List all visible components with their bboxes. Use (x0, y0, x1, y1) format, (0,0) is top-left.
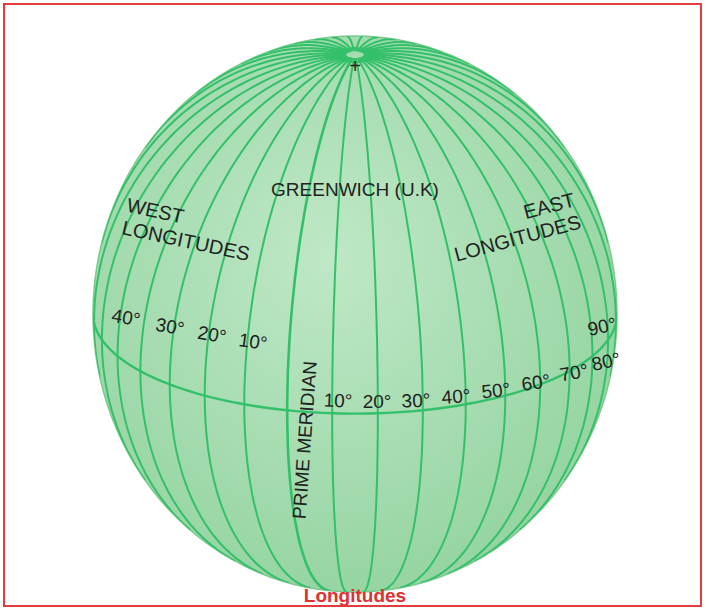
meridian-line (363, 57, 570, 561)
meridian-line (244, 58, 351, 588)
meridian-line (332, 58, 354, 592)
figure-caption: Longitudes (304, 585, 406, 607)
meridian-line (364, 53, 565, 147)
degree-label: 40° (441, 385, 471, 409)
degree-label: 10° (237, 329, 268, 355)
meridian-line (363, 48, 469, 63)
degree-label: 20° (196, 322, 228, 349)
degree-label: 30° (154, 314, 186, 341)
meridian-line (360, 58, 505, 584)
meridian-line (145, 53, 346, 147)
degree-label: 30° (401, 390, 430, 413)
meridian-line (359, 58, 466, 588)
place-label: GREENWICH (U.K) (271, 179, 439, 201)
meridian-line (118, 56, 347, 530)
meridian-line (364, 56, 608, 481)
meridian-line (94, 55, 346, 377)
degree-label: 80° (590, 348, 623, 375)
globe-body (93, 36, 617, 592)
degree-label: 50° (481, 379, 512, 404)
degree-label: 10° (323, 390, 352, 413)
degree-label: 20° (363, 391, 392, 413)
graticule (93, 36, 617, 592)
degree-label: 60° (520, 370, 551, 396)
meridian-line (140, 57, 347, 561)
meridian-line (363, 56, 592, 530)
meridian-line (362, 57, 541, 574)
meridian-line (356, 58, 378, 592)
meridian-line (364, 55, 616, 377)
pole-mark: + (349, 55, 361, 78)
degree-label: 40° (110, 305, 142, 332)
meridian-line (363, 51, 514, 93)
meridian-line (205, 58, 350, 584)
